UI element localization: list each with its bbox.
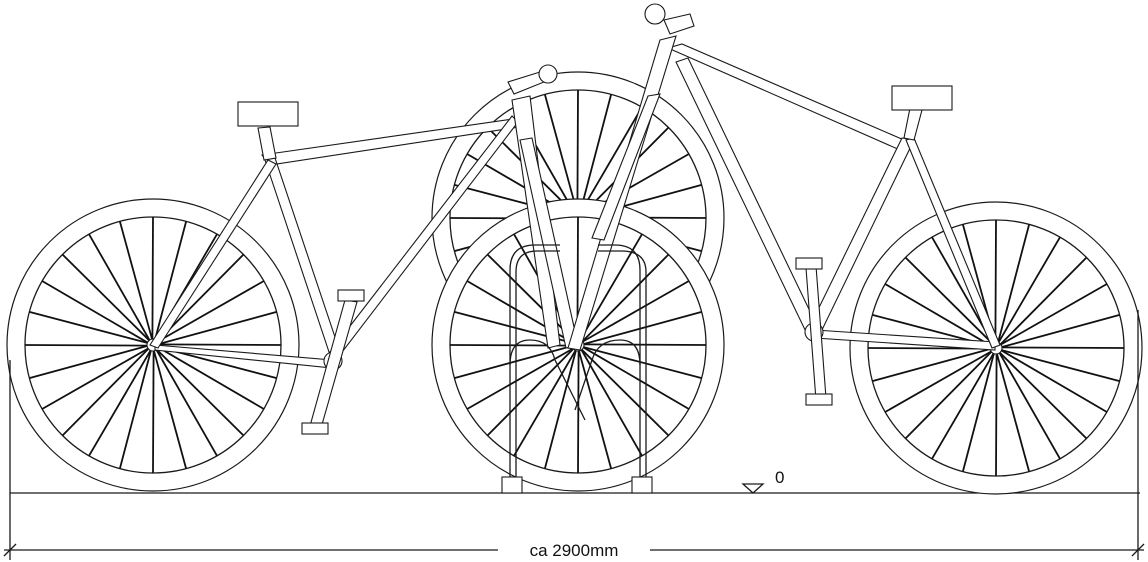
spoke [61, 347, 150, 437]
spoke [24, 344, 149, 347]
right-bike-front-wheel [849, 201, 1143, 495]
spoke [904, 256, 994, 345]
spoke [579, 106, 643, 214]
spoke [486, 253, 576, 342]
dimension-line: ca 2900mm [3, 310, 1145, 560]
spoke [582, 345, 702, 379]
spoke [998, 351, 1061, 460]
spoke [931, 352, 995, 460]
spoke [41, 280, 149, 344]
spoke [582, 311, 702, 346]
spoke [577, 349, 580, 474]
spoke [580, 348, 643, 457]
left-bike-frame [149, 64, 579, 435]
spoke [1000, 349, 1108, 413]
spoke [576, 89, 579, 214]
spoke [513, 349, 577, 457]
spoke [995, 352, 1030, 472]
spoke [580, 348, 670, 437]
spoke [872, 347, 992, 382]
spoke [157, 343, 282, 346]
spoke [884, 350, 993, 413]
spoke [454, 344, 574, 379]
spoke [119, 349, 153, 469]
ground-level-marker: 0 [741, 468, 784, 494]
spoke [152, 349, 155, 474]
spoke [577, 349, 612, 469]
spoke [88, 233, 151, 342]
spoke [156, 280, 265, 343]
spoke [1000, 314, 1120, 349]
spoke [61, 253, 151, 342]
level-triangle-icon [741, 483, 765, 494]
ground-level-label: 0 [775, 468, 784, 487]
spoke [157, 346, 265, 410]
spoke [88, 349, 152, 457]
spoke [151, 216, 154, 341]
spoke [999, 283, 1108, 346]
spoke [119, 221, 154, 341]
spoke [994, 219, 997, 344]
spoke [962, 352, 996, 472]
spoke [997, 236, 1061, 344]
bike-rack [501, 244, 653, 494]
spoke [996, 224, 1030, 344]
spoke [582, 346, 690, 410]
spoke [999, 256, 1088, 346]
spoke [155, 348, 245, 437]
dimension-label: ca 2900mm [530, 541, 619, 560]
spoke [155, 348, 218, 457]
spoke [578, 94, 612, 214]
spoke [544, 349, 578, 469]
spoke [1000, 346, 1125, 349]
spoke [998, 351, 1088, 440]
left-bicycle [149, 64, 579, 435]
spoke [29, 344, 149, 379]
spoke [153, 221, 187, 341]
spoke [152, 349, 187, 469]
spoke [1000, 348, 1120, 382]
right-bicycle [567, 3, 1001, 406]
right-bike-frame [567, 3, 1001, 406]
spoke [41, 347, 150, 410]
spoke [29, 311, 149, 345]
spoke [995, 352, 998, 477]
spoke [544, 94, 579, 214]
spoke [581, 280, 690, 343]
spoke [157, 311, 277, 346]
spoke [466, 347, 575, 410]
spoke [904, 350, 993, 440]
spoke [581, 253, 670, 343]
spoke [884, 283, 992, 347]
spoke [486, 347, 575, 437]
